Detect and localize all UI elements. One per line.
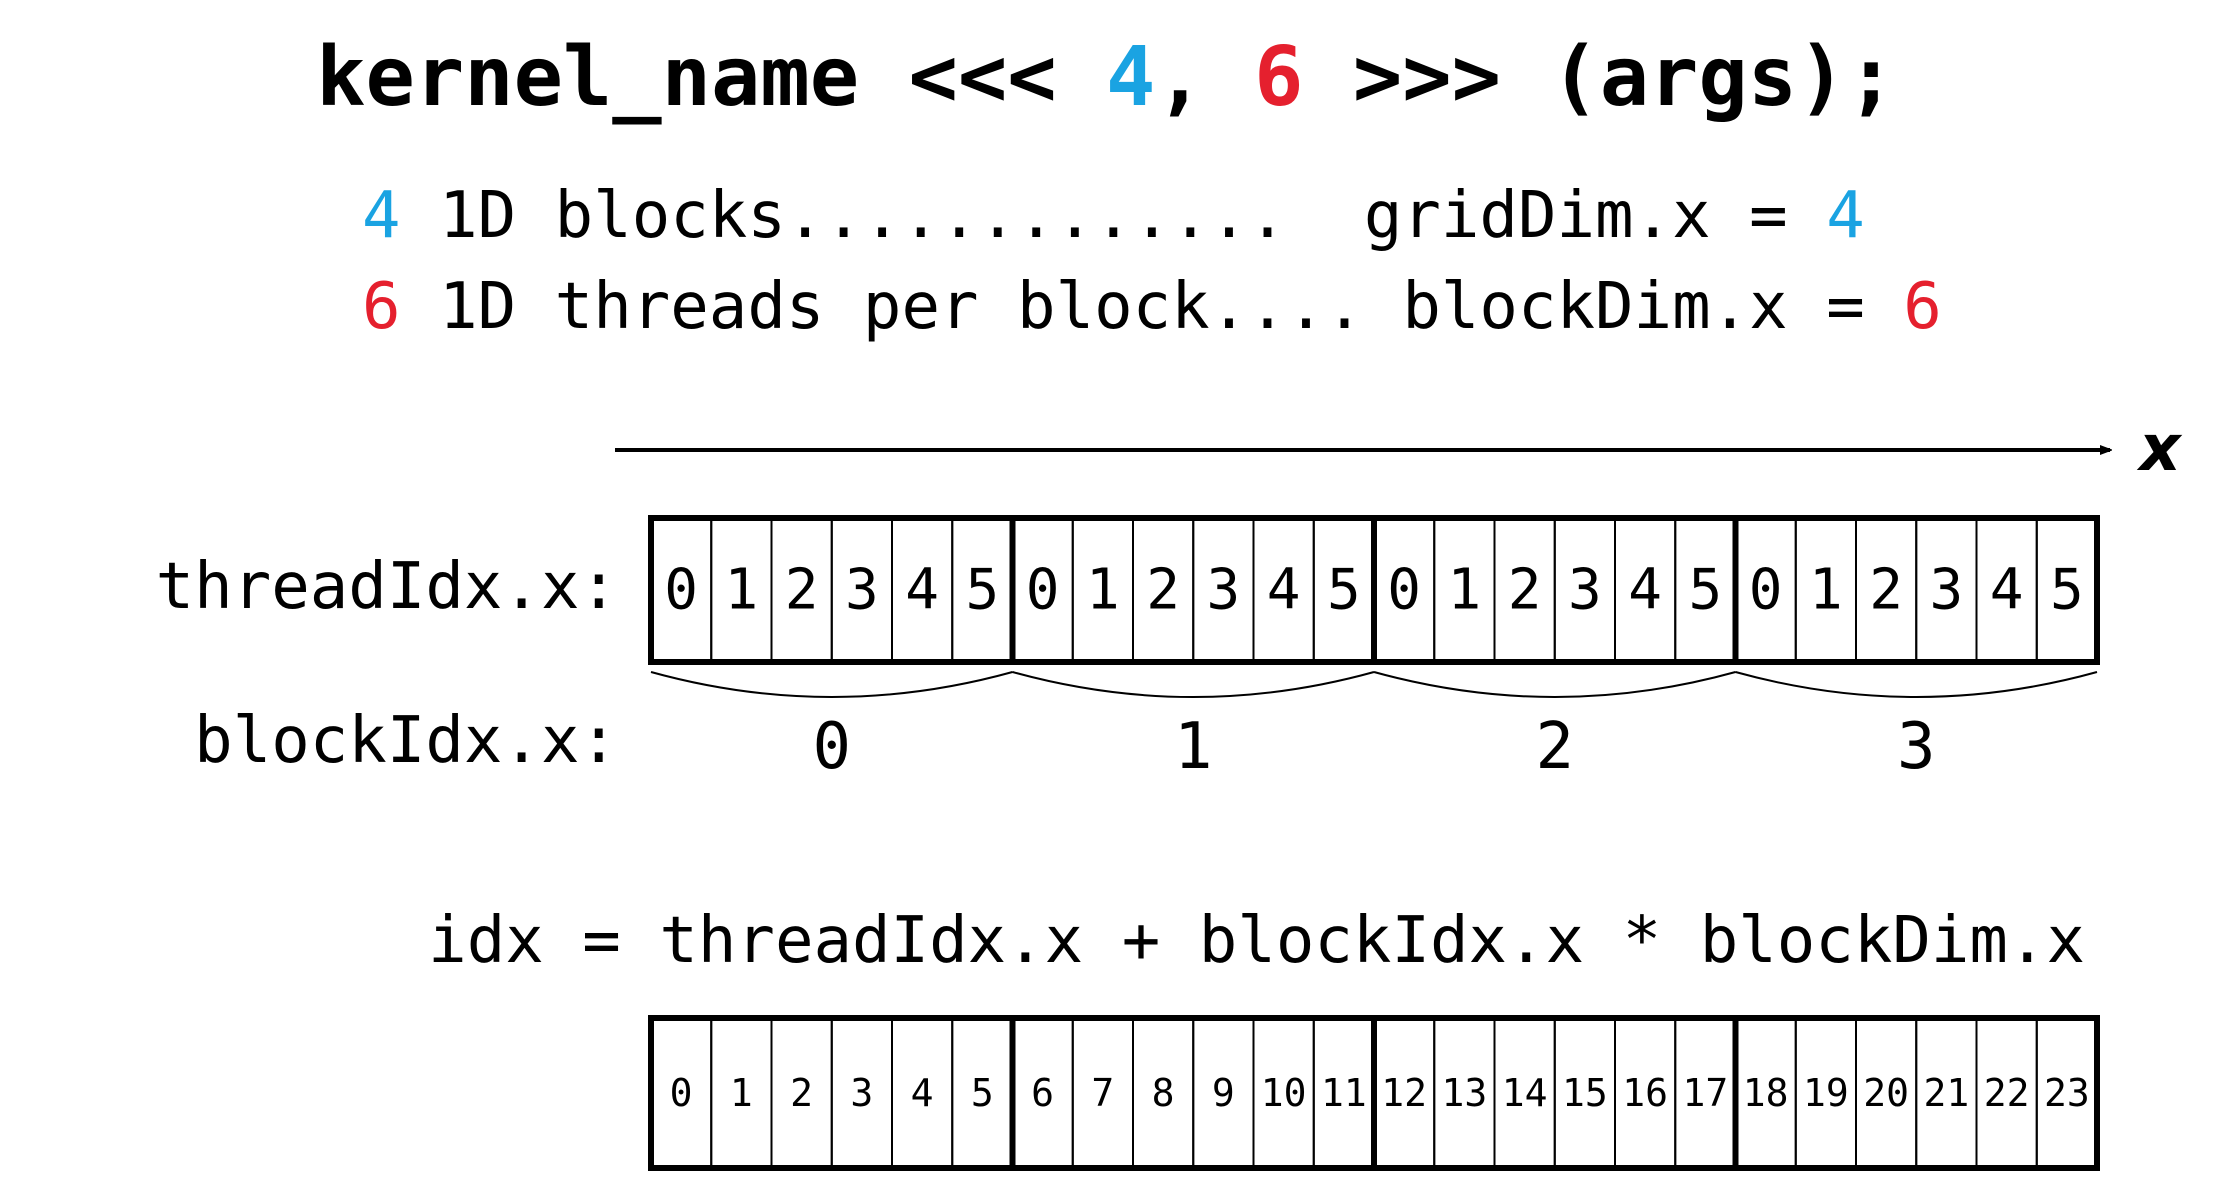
grid-desc-text: 1D blocks............. gridDim.x = <box>401 179 1827 253</box>
thread-idx-cell-label: 5 <box>2050 558 2084 623</box>
x-axis-label: x <box>2136 412 2182 486</box>
title-block-number: 6 <box>1254 30 1303 125</box>
grid-desc-number: 4 <box>362 179 401 253</box>
thread-idx-cell-label: 1 <box>725 558 759 623</box>
global-idx-cell-label: 12 <box>1381 1071 1427 1115</box>
thread-idx-cell-label: 3 <box>845 558 879 623</box>
thread-idx-cell-label: 2 <box>785 558 819 623</box>
block-idx-value: 0 <box>812 710 851 784</box>
block-brace <box>1373 671 1736 698</box>
thread-idx-label: threadIdx.x: <box>156 550 618 624</box>
block-desc-line: 6 1D threads per block.... blockDim.x = … <box>362 270 1942 344</box>
global-idx-cell-label: 23 <box>2044 1071 2090 1115</box>
block-brace-row <box>650 671 2098 698</box>
block-idx-value: 1 <box>1174 710 1213 784</box>
thread-idx-cell-label: 1 <box>1086 558 1120 623</box>
global-idx-cell-label: 19 <box>1803 1071 1849 1115</box>
global-idx-cell-label: 20 <box>1863 1071 1909 1115</box>
grid-desc-line: 4 1D blocks............. gridDim.x = 4 <box>362 179 1865 253</box>
global-idx-cell-label: 21 <box>1923 1071 1969 1115</box>
block-brace <box>650 671 1013 698</box>
block-desc-number: 6 <box>362 270 401 344</box>
title-grid-number: 4 <box>1106 30 1155 125</box>
block-idx-row: 0 1 2 3 <box>812 710 1935 784</box>
global-idx-cell-label: 17 <box>1682 1071 1728 1115</box>
block-desc-text: 1D threads per block.... blockDim.x = <box>401 270 1904 344</box>
thread-idx-cell-label: 1 <box>1448 558 1482 623</box>
global-idx-cell-label: 11 <box>1321 1071 1367 1115</box>
block-idx-value: 2 <box>1535 710 1574 784</box>
thread-idx-cell-label: 2 <box>1146 558 1180 623</box>
thread-idx-cell-label: 4 <box>1267 558 1301 623</box>
thread-idx-cell-label: 0 <box>664 558 698 623</box>
thread-idx-cell-label: 5 <box>966 558 1000 623</box>
global-idx-cell-label: 1 <box>730 1071 753 1115</box>
global-idx-cell-label: 22 <box>1984 1071 2030 1115</box>
thread-idx-cell-label: 4 <box>1628 558 1662 623</box>
global-idx-cell-label: 16 <box>1622 1071 1668 1115</box>
block-idx-label: blockIdx.x: <box>194 704 618 778</box>
thread-idx-cell-label: 0 <box>1026 558 1060 623</box>
global-idx-cell-label: 15 <box>1562 1071 1608 1115</box>
block-brace <box>1735 671 2098 698</box>
thread-idx-cell-label: 0 <box>1749 558 1783 623</box>
thread-idx-cell-label: 0 <box>1387 558 1421 623</box>
thread-idx-cell-label: 2 <box>1869 558 1903 623</box>
thread-idx-cell-label: 3 <box>1568 558 1602 623</box>
grid-desc-value: 4 <box>1826 179 1865 253</box>
block-idx-value: 3 <box>1897 710 1936 784</box>
global-idx-cell-label: 13 <box>1441 1071 1487 1115</box>
global-idx-cell-label: 0 <box>670 1071 693 1115</box>
thread-idx-cell-label: 5 <box>1689 558 1723 623</box>
title-tail-text: >>> (args); <box>1303 30 1895 125</box>
thread-idx-cell-label: 3 <box>1207 558 1241 623</box>
global-idx-cell-label: 7 <box>1091 1071 1114 1115</box>
global-idx-cell-label: 9 <box>1212 1071 1235 1115</box>
title-kernel-text: kernel_name <<< <box>316 30 1106 125</box>
thread-idx-cell-label: 3 <box>1930 558 1964 623</box>
global-idx-cell-label: 14 <box>1502 1071 1548 1115</box>
global-idx-cell-label: 8 <box>1152 1071 1175 1115</box>
global-idx-cell-label: 10 <box>1261 1071 1307 1115</box>
global-idx-block-border <box>1732 1015 2100 1171</box>
thread-idx-cell-label: 5 <box>1327 558 1361 623</box>
kernel-launch-title: kernel_name <<< 4, 6 >>> (args); <box>316 30 1896 125</box>
thread-idx-cell-label: 4 <box>1990 558 2024 623</box>
global-idx-cell-label: 4 <box>911 1071 934 1115</box>
thread-idx-cell-label: 4 <box>905 558 939 623</box>
block-brace <box>1012 671 1375 698</box>
thread-idx-cell-label: 1 <box>1809 558 1843 623</box>
global-idx-cell-label: 5 <box>971 1071 994 1115</box>
thread-idx-cell-label: 2 <box>1508 558 1542 623</box>
global-idx-cell-label: 2 <box>790 1071 813 1115</box>
title-separator: , <box>1155 30 1254 125</box>
thread-idx-block-border <box>1732 515 2100 665</box>
idx-formula: idx = threadIdx.x + blockIdx.x * blockDi… <box>428 904 2085 978</box>
global-idx-cell-label: 6 <box>1031 1071 1054 1115</box>
global-idx-cell-label: 18 <box>1743 1071 1789 1115</box>
global-idx-cell-label: 3 <box>850 1071 873 1115</box>
block-desc-value: 6 <box>1903 270 1942 344</box>
